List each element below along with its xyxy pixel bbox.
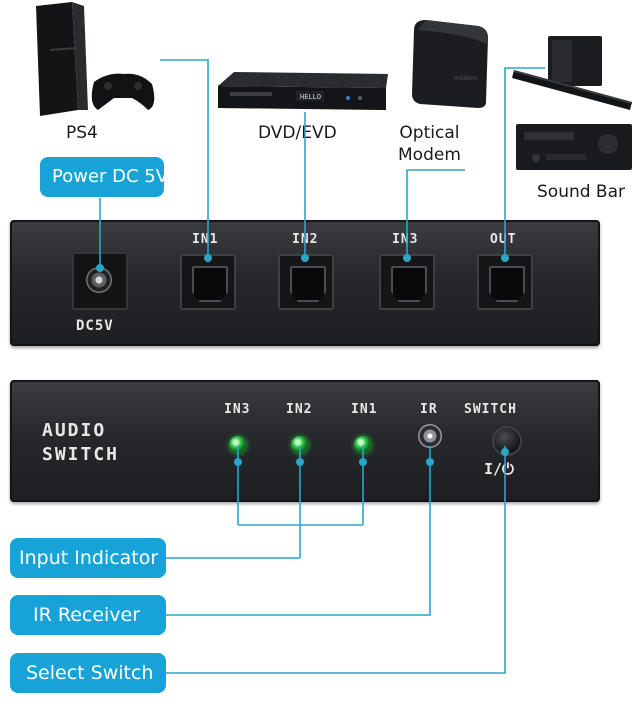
- led-label-in1: IN1: [351, 402, 378, 417]
- optical-port-icon: [489, 266, 525, 302]
- ir-receiver-callout: IR Receiver: [10, 595, 166, 635]
- rear-panel: DC5V IN1 IN2 IN3 OUT: [10, 220, 600, 346]
- svg-text:modem: modem: [454, 75, 477, 82]
- ps4-console-image: [36, 2, 155, 116]
- ir-receiver-icon: [418, 424, 442, 448]
- ir-label: IR: [420, 402, 438, 417]
- select-switch-button[interactable]: [494, 428, 520, 454]
- optical-modem-image: modem: [412, 20, 488, 108]
- ps4-label: PS4: [66, 123, 98, 143]
- select-switch-callout: Select Switch: [10, 653, 166, 693]
- modem-label: Optical Modem: [398, 123, 461, 165]
- port-label-in1: IN1: [192, 232, 219, 247]
- optical-port-in3[interactable]: [379, 254, 435, 310]
- audio-switch-title-line1: AUDIO: [42, 420, 107, 441]
- power-symbol: I/⏻: [484, 460, 514, 478]
- optical-port-icon: [391, 266, 427, 302]
- dvd-label: DVD/EVD: [258, 123, 337, 143]
- optical-port-out[interactable]: [477, 254, 533, 310]
- led-in2-icon: [291, 436, 309, 454]
- audio-switch-title-line2: SWITCH: [42, 444, 120, 465]
- optical-port-icon: [290, 266, 326, 302]
- led-in1-icon: [354, 436, 372, 454]
- optical-port-in1[interactable]: [180, 254, 236, 310]
- dc-jack-ring-icon: [86, 267, 112, 293]
- optical-port-in2[interactable]: [278, 254, 334, 310]
- dvd-player-image: HELLO: [218, 72, 388, 110]
- port-label-out: OUT: [490, 232, 517, 247]
- soundbar-label: Sound Bar: [537, 182, 626, 202]
- dc-label: DC5V: [76, 318, 114, 334]
- port-label-in3: IN3: [392, 232, 419, 247]
- front-panel: AUDIO SWITCH IN3 IN2 IN1 IR SWITCH I/⏻: [10, 380, 600, 502]
- soundbar-image: [512, 36, 632, 170]
- power-dc-callout: Power DC 5V: [40, 157, 168, 197]
- input-indicator-callout: Input Indicator: [10, 538, 166, 578]
- led-label-in3: IN3: [224, 402, 251, 417]
- svg-text:HELLO: HELLO: [300, 93, 321, 101]
- led-in3-icon: [229, 436, 247, 454]
- dc-power-jack: [72, 252, 128, 310]
- optical-port-icon: [192, 266, 228, 302]
- switch-label: SWITCH: [464, 402, 517, 417]
- port-label-in2: IN2: [292, 232, 319, 247]
- led-label-in2: IN2: [286, 402, 313, 417]
